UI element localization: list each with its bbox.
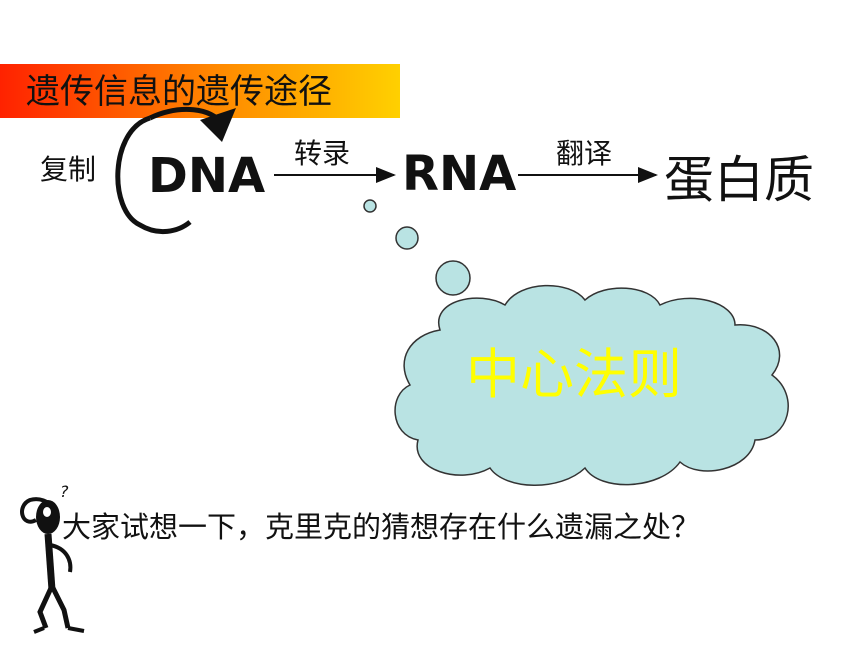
central-dogma-cloud xyxy=(394,284,789,486)
translate-label: 翻译 xyxy=(556,137,613,170)
replicate-label: 复制 xyxy=(40,153,97,186)
rna-label: RNA xyxy=(402,146,517,202)
central-dogma-label: 中心法则 xyxy=(466,343,682,406)
thought-bubble-large xyxy=(435,260,471,296)
dna-label: DNA xyxy=(148,148,266,204)
thought-bubble-medium xyxy=(395,226,419,250)
replication-arrowhead xyxy=(200,108,236,142)
replication-cycle-arrow xyxy=(115,115,192,235)
transcribe-label: 转录 xyxy=(294,137,351,170)
question-text: 大家试想一下，克里克的猜想存在什么遗漏之处？ xyxy=(62,510,701,544)
protein-label: 蛋白质 xyxy=(664,151,814,209)
thought-bubble-small xyxy=(363,199,377,213)
slide-title: 遗传信息的遗传途径 xyxy=(26,72,332,112)
question-mark: ? xyxy=(60,482,69,501)
thinking-figure-icon xyxy=(20,497,85,634)
